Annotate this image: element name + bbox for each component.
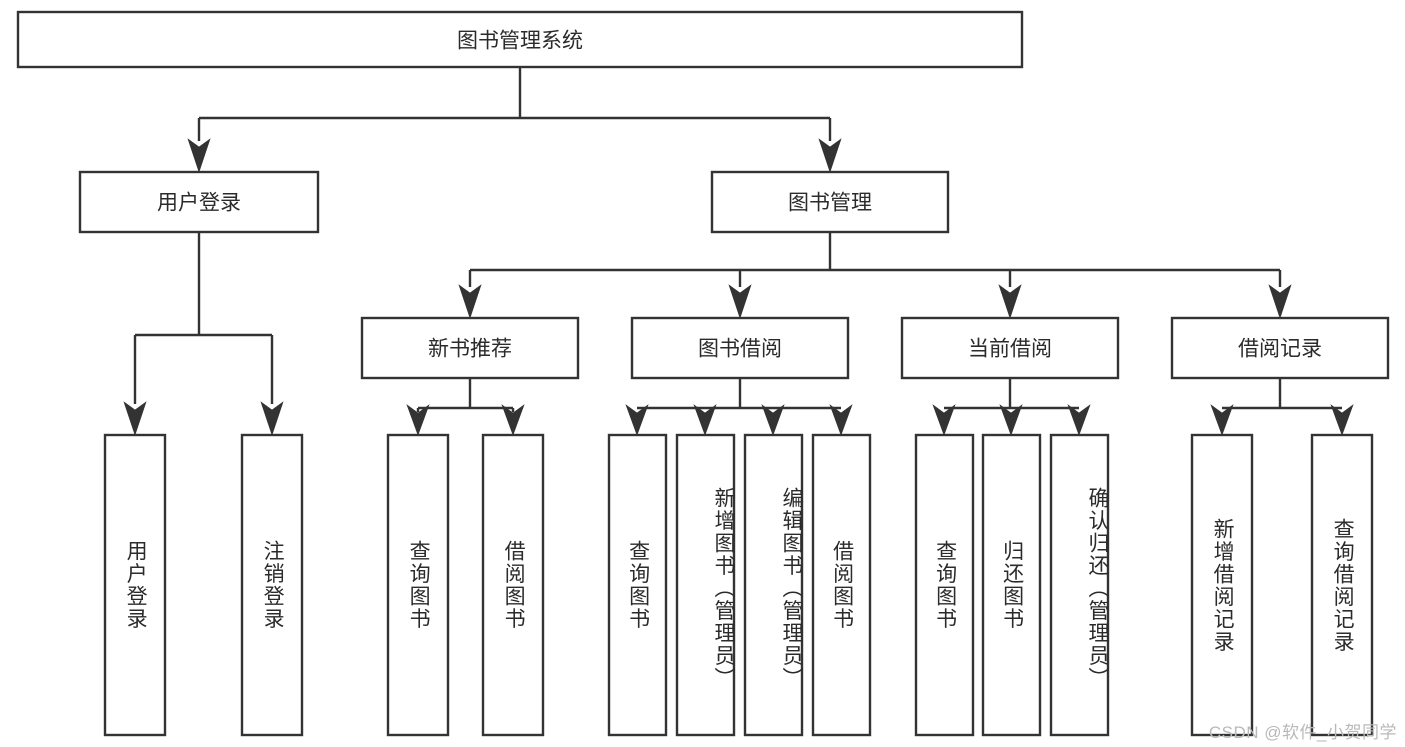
arrow-head-leaf-current-borrow-3 xyxy=(1067,404,1091,436)
leaf-box-book-borrow-1[interactable] xyxy=(607,433,668,737)
arrow-head-leaf-book-borrow-4 xyxy=(829,404,853,436)
arrow-head-leaf-user-login-1 xyxy=(123,401,147,436)
arrow-head-l3-3 xyxy=(998,284,1022,319)
arrow-head-book-manage xyxy=(818,138,842,173)
leaf-box-user-login-1[interactable] xyxy=(103,433,167,737)
node-box-root[interactable] xyxy=(16,10,1024,69)
arrow-head-leaf-borrow-record-1 xyxy=(1210,404,1234,436)
node-label-borrow-record: 借阅记录 xyxy=(1238,338,1322,361)
arrow-head-leaf-new-book-2 xyxy=(501,404,525,436)
node-label-book-borrow: 图书借阅 xyxy=(698,338,782,361)
arrow-head-l3-4 xyxy=(1268,284,1292,319)
node-box-current-borrow[interactable] xyxy=(900,316,1120,380)
node-box-new-book-recommend[interactable] xyxy=(360,316,580,380)
node-box-borrow-record[interactable] xyxy=(1170,316,1390,380)
node-label-current-borrow: 当前借阅 xyxy=(968,338,1052,361)
node-layer: 图书管理系统 用户登录 图书管理 新书推荐 图书借阅 当前借阅 借阅记录 xyxy=(16,10,1390,737)
leaf-box-user-login-2[interactable] xyxy=(240,433,304,737)
node-box-book-borrow[interactable] xyxy=(630,316,850,380)
arrow-head-leaf-new-book-1 xyxy=(406,404,430,436)
leaf-box-borrow-record-2[interactable] xyxy=(1310,433,1374,737)
connector-layer xyxy=(123,67,1354,436)
leaf-box-book-borrow-4[interactable] xyxy=(811,433,872,737)
watermark-text: CSDN @软件_小贺同学 xyxy=(1208,723,1397,742)
node-box-user-login[interactable] xyxy=(78,170,320,234)
arrow-head-leaf-user-login-2 xyxy=(260,401,284,436)
node-label-book-manage: 图书管理 xyxy=(788,192,872,215)
leaf-box-current-borrow-3[interactable] xyxy=(1049,433,1110,737)
node-label-root: 图书管理系统 xyxy=(457,30,583,53)
leaf-box-book-borrow-3[interactable] xyxy=(743,433,804,737)
leaf-box-current-borrow-2[interactable] xyxy=(981,433,1042,737)
arrow-head-leaf-borrow-record-2 xyxy=(1330,404,1354,436)
arrow-head-leaf-current-borrow-1 xyxy=(932,404,956,436)
node-label-new-book-recommend: 新书推荐 xyxy=(428,338,512,361)
arrow-head-l3-1 xyxy=(458,284,482,319)
node-box-book-manage[interactable] xyxy=(710,170,950,234)
leaf-box-new-book-1[interactable] xyxy=(386,433,450,737)
leaf-box-borrow-record-1[interactable] xyxy=(1190,433,1254,737)
arrow-head-leaf-book-borrow-2 xyxy=(693,404,717,436)
arrow-head-leaf-book-borrow-1 xyxy=(625,404,649,436)
arrow-head-user-login xyxy=(187,138,211,173)
arrow-head-l3-2 xyxy=(728,284,752,319)
leaf-box-book-borrow-2[interactable] xyxy=(675,433,736,737)
leaf-box-current-borrow-1[interactable] xyxy=(914,433,975,737)
arrow-head-leaf-current-borrow-2 xyxy=(999,404,1023,436)
arrow-head-leaf-book-borrow-3 xyxy=(761,404,785,436)
node-label-user-login: 用户登录 xyxy=(157,192,241,215)
leaf-box-new-book-2[interactable] xyxy=(481,433,545,737)
